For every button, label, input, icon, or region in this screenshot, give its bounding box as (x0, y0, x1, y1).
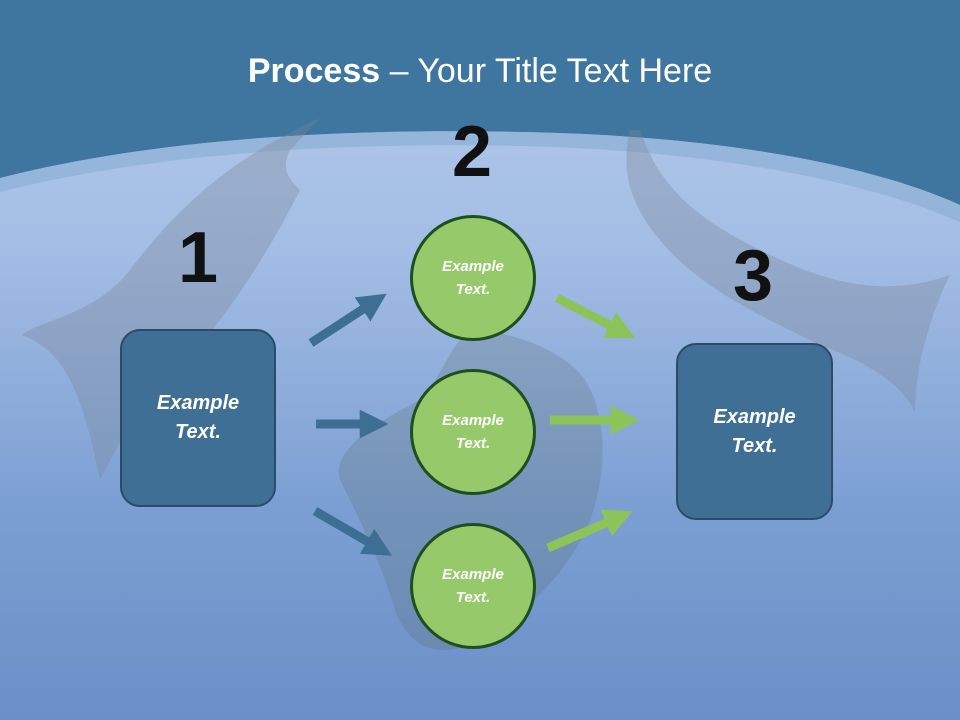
step-2-circle-1: Example Text. (410, 215, 536, 341)
arrow-step1-to-circle1 (308, 293, 387, 347)
step-2-circle-3-text: Example Text. (442, 565, 504, 606)
step-2-circle-2-text: Example Text. (442, 411, 504, 452)
title-bold: Process (247, 52, 381, 90)
step-2-circle-2: Example Text. (410, 369, 536, 495)
step-2-circle-3: Example Text. (410, 523, 536, 649)
step-1-box: Example Text. (120, 329, 276, 507)
step-2-number: 2 (451, 112, 493, 192)
manta-ray-left-silhouette (22, 118, 320, 480)
step-1-number: 1 (177, 218, 219, 298)
arrow-step1-to-circle3 (312, 507, 392, 556)
arrow-circle3-to-step3 (546, 509, 633, 553)
step-3-number: 3 (732, 236, 774, 316)
manta-ray-right-silhouette (626, 130, 950, 412)
step-3-text: Example Text. (713, 405, 796, 457)
step-1-text: Example Text. (156, 392, 240, 443)
step-2-circle-1-text: Example Text. (442, 257, 504, 298)
title-rest: – Your Title Text Here (380, 52, 713, 90)
step-3-box: Example Text. (676, 343, 833, 520)
slide-title: Process – Your Title Text Here (0, 52, 960, 91)
arrow-circle1-to-step3 (554, 293, 636, 339)
